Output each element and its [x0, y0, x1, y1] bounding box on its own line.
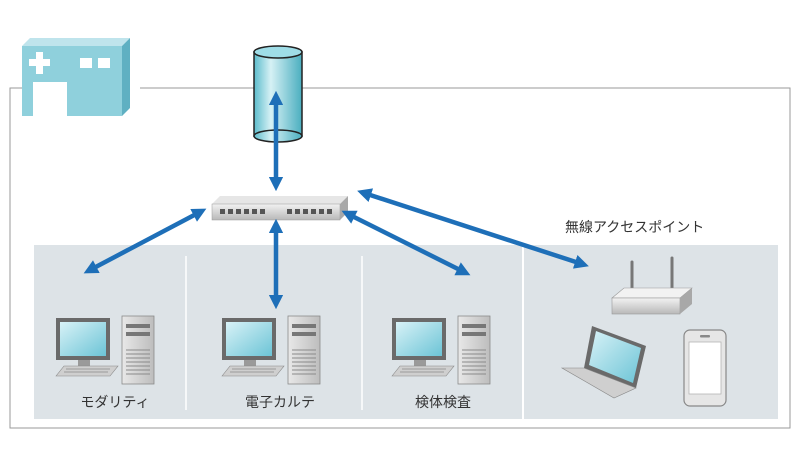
- tower-server-icon: [457, 315, 491, 385]
- wireless-panel: [524, 245, 778, 419]
- hospital-icon: [22, 38, 130, 116]
- desktop-pc-icon: [55, 318, 119, 377]
- tower-server-icon: [287, 315, 321, 385]
- label-modality: モダリティ: [80, 395, 150, 411]
- tower-server-icon: [121, 315, 155, 385]
- wireless-router-icon: [611, 256, 693, 315]
- label-ehr: 電子カルテ: [245, 395, 315, 411]
- hospital-outline: [9, 87, 791, 429]
- arrow-switch-modality: [83, 208, 207, 274]
- desktop-pc-icon: [391, 318, 455, 377]
- network-switch-icon: [211, 196, 348, 221]
- workstation-lab: [391, 315, 491, 385]
- arrow-switch-ap: [357, 188, 589, 269]
- label-access-point: 無線アクセスポイント: [565, 220, 705, 236]
- workstation-modality: [55, 315, 155, 385]
- desktop-pc-icon: [221, 318, 285, 377]
- laptop-icon: [560, 326, 646, 399]
- label-lab: 検体検査: [415, 395, 471, 411]
- workstation-ehr: [221, 315, 321, 385]
- smartphone-icon: [683, 329, 727, 407]
